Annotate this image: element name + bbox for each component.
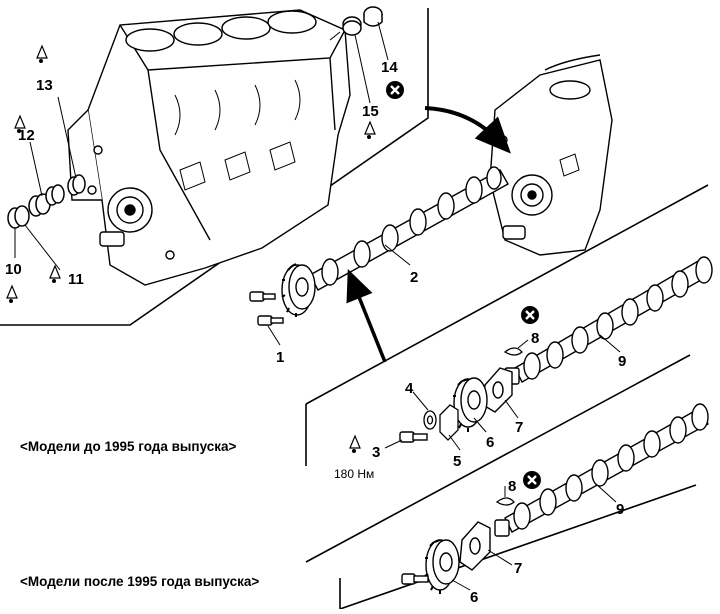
label-8-lower: 8 (508, 478, 516, 495)
sprocket-6-lower (424, 539, 460, 594)
label-8-upper: 8 (531, 330, 539, 347)
label-10: 10 (5, 261, 22, 278)
bearing-12 (28, 184, 65, 217)
label-7-lower: 7 (514, 560, 522, 577)
label-14: 14 (381, 59, 398, 76)
label-4: 4 (405, 380, 414, 397)
bearing-14 (363, 6, 383, 27)
plate-5 (439, 404, 459, 441)
bolts-1 (249, 291, 284, 346)
key-8-upper (503, 347, 523, 356)
bolt-3 (399, 431, 428, 443)
label-5: 5 (453, 453, 461, 470)
label-6-lower: 6 (470, 589, 478, 606)
camshaft-2 (309, 166, 509, 291)
bearing-10 (7, 205, 30, 229)
oil-can-icon (6, 44, 376, 453)
label-7-upper: 7 (515, 419, 523, 436)
leader-lines-upper (384, 334, 621, 451)
label-6-upper: 6 (486, 434, 494, 451)
engine-block (67, 9, 351, 286)
label-3: 3 (372, 444, 380, 461)
key-8-lower (495, 497, 515, 506)
leader-lines-lower (451, 483, 617, 591)
transfer-arrow (424, 106, 511, 154)
caption-before-1995: <Модели до 1995 года выпуска> (20, 439, 237, 454)
leader-lines-block (14, 21, 389, 271)
label-15: 15 (362, 103, 379, 120)
label-2: 2 (410, 269, 418, 286)
replace-part-x-icon (386, 81, 541, 489)
label-9-upper: 9 (618, 353, 626, 370)
washer-4 (423, 410, 437, 430)
label-9-lower: 9 (616, 501, 624, 518)
label-13: 13 (36, 77, 53, 94)
bolt-lower (401, 573, 429, 585)
leader-2 (384, 244, 411, 266)
plate-7-upper (482, 367, 513, 413)
bearing-13 (67, 174, 86, 196)
plate-7-lower (459, 521, 491, 571)
label-12: 12 (18, 127, 35, 144)
direction-arrow (346, 269, 387, 363)
torque-value: 180 Нм (334, 467, 374, 481)
camshaft-9-upper (504, 256, 713, 385)
camshaft-9-lower (494, 403, 709, 537)
camshaft-sprocket-top (281, 263, 316, 317)
bearing-15 (342, 16, 362, 36)
label-1: 1 (276, 349, 284, 366)
engine-block-detail (489, 54, 613, 256)
label-11: 11 (68, 271, 84, 288)
part-labels: 1 2 3 4 5 6 6 7 7 8 8 9 9 10 11 12 13 14… (5, 59, 626, 606)
caption-after-1995: <Модели после 1995 года выпуска> (20, 574, 260, 589)
